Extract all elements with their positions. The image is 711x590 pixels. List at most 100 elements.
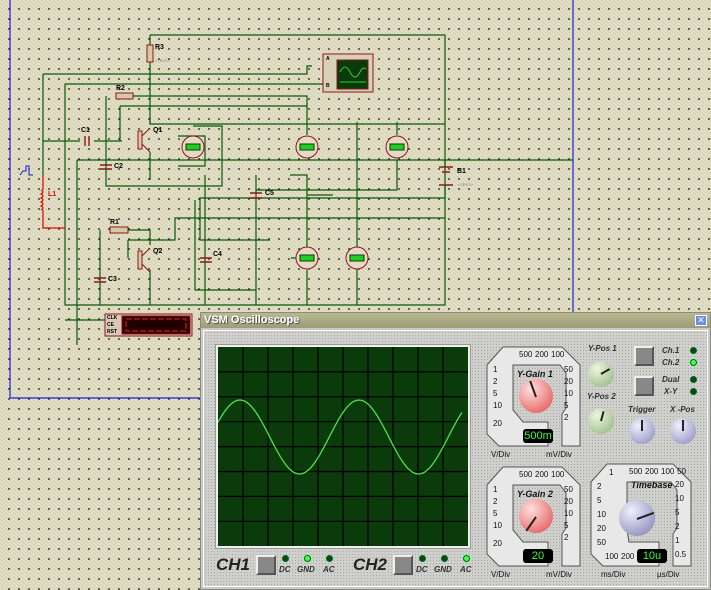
scope-display (217, 347, 468, 546)
counter-timer[interactable] (104, 313, 193, 337)
unit-left: V/Div (491, 450, 511, 459)
scope-screen (215, 344, 471, 549)
ch1-dc-led[interactable] (282, 555, 289, 562)
ch2-gnd-led[interactable] (441, 555, 448, 562)
ygain2-knob[interactable] (519, 499, 553, 533)
wires (42, 34, 573, 345)
scale-right: 5 (675, 508, 680, 517)
scale-top: 50 (677, 467, 686, 476)
dial-title: Y-Gain 1 (517, 369, 553, 379)
scale-left: 1 (493, 485, 498, 494)
capacitors[interactable] (84, 136, 453, 283)
capacitor-c1 (84, 136, 90, 146)
scale-right: 0.5 (675, 550, 687, 559)
scale-left: 5 (493, 509, 498, 518)
scale-right: 10 (564, 509, 573, 518)
label-placeholder: <TEXT> (155, 58, 170, 63)
y-pos-1-knob[interactable] (588, 361, 614, 387)
voltmeter-2 (295, 135, 319, 159)
close-button[interactable]: ✕ (695, 315, 707, 326)
scale-left: 5 (597, 496, 602, 505)
channel-select-button[interactable] (634, 346, 654, 366)
label-r2: R2 (116, 85, 125, 92)
capacitor-c4 (200, 257, 212, 263)
scale-left: 2 (597, 482, 602, 491)
ch1-gnd-led[interactable] (304, 555, 311, 562)
battery-b1 (439, 166, 453, 186)
scale-right: 1 (675, 536, 680, 545)
transistors[interactable] (137, 127, 151, 273)
voltmeter-5 (345, 246, 369, 270)
ch1-ac-label: AC (323, 565, 335, 574)
xy-label: X-Y (664, 387, 678, 396)
ch2-ac-label: AC (460, 565, 472, 574)
timebase-value-display: 10u (637, 549, 667, 563)
label-c2: C2 (114, 163, 123, 170)
scale-top: 500 (519, 350, 533, 359)
scope-pin-a: A (326, 56, 330, 62)
voltmeters[interactable] (181, 135, 409, 270)
unit-left: V/Div (491, 570, 511, 579)
timebase-knob[interactable] (619, 500, 655, 536)
ch1-ac-led[interactable] (326, 555, 333, 562)
unit-left: ms/Div (601, 570, 626, 579)
oscilloscope-window[interactable]: VSM Oscilloscope ✕ CH1 DC GND AC CH2 DC … (200, 312, 711, 590)
scale-left: 10 (493, 401, 502, 410)
ygain1-knob[interactable] (519, 379, 553, 413)
label-r1: R1 (110, 219, 119, 226)
y-pos-2-knob[interactable] (588, 408, 614, 434)
scale-right: 2 (675, 522, 680, 531)
scale-left: 50 (597, 538, 606, 547)
ch2-invert-button[interactable] (393, 555, 413, 575)
voltmeter-1 (181, 135, 205, 159)
resistor-r1 (109, 226, 129, 234)
counter-pin-clk: CLK (107, 315, 118, 321)
label-b1: B1 (457, 168, 466, 175)
ch2-label: CH2 (353, 555, 388, 574)
ch1-invert-button[interactable] (256, 555, 276, 575)
ch1-select-led (690, 347, 697, 354)
scale-right: 20 (564, 377, 573, 386)
capacitor-c2 (100, 164, 112, 170)
frame-lines (9, 0, 574, 399)
scale-right: 50 (564, 365, 573, 374)
transistor-q2 (137, 250, 143, 270)
y-pos-1-label: Y-Pos 1 (588, 344, 617, 353)
window-title[interactable]: VSM Oscilloscope (201, 313, 710, 328)
scale-right: 2 (564, 533, 569, 542)
scope-symbol[interactable] (322, 53, 374, 93)
trigger-knob[interactable] (629, 418, 655, 444)
unit-right: mV/Div (546, 570, 572, 579)
scale-left: 1 (493, 365, 498, 374)
trigger-label: Trigger (628, 405, 656, 414)
ch2-dc-led[interactable] (419, 555, 426, 562)
scale-top: 500 (629, 467, 643, 476)
resistors[interactable] (109, 44, 154, 234)
ch2-ac-led[interactable] (463, 555, 470, 562)
scale-right: 5 (564, 401, 569, 410)
y-pos-2-label: Y-Pos 2 (587, 392, 616, 401)
scale-left: 10 (493, 521, 502, 530)
x-pos-label: X -Pos (670, 405, 695, 414)
unit-right: mV/Div (546, 450, 572, 459)
scale-left: 5 (493, 389, 498, 398)
dial-title: Timebase (631, 480, 673, 490)
scale-top: 100 (661, 467, 675, 476)
scale-bottom: 200 (621, 552, 635, 561)
counter-pin-rst: RST (107, 329, 117, 335)
x-pos-knob[interactable] (670, 418, 696, 444)
capacitor-c5 (250, 192, 262, 199)
scale-top: 200 (645, 467, 659, 476)
voltmeter-4 (295, 246, 319, 270)
scale-left: 1 (609, 468, 614, 477)
pulse-source-icon[interactable] (19, 165, 33, 176)
label-q1: Q1 (153, 127, 163, 134)
label-c4: C4 (213, 251, 222, 258)
label-c5: C5 (265, 190, 274, 197)
ch2-select-led (690, 359, 697, 366)
mode-select-button[interactable] (634, 376, 654, 396)
